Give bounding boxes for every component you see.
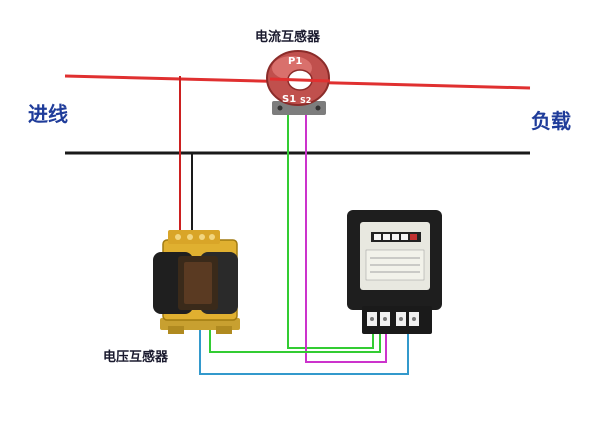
label-load: 负载: [531, 109, 571, 133]
meter-digit-2: [383, 234, 390, 240]
vt-foot-left: [168, 326, 184, 334]
meter-digit-3: [392, 234, 399, 240]
ct-base-hole-left: [277, 105, 283, 111]
vt-coil-wrap: [184, 262, 212, 304]
electricity-meter: [347, 210, 442, 334]
ct-base-hole-right: [315, 105, 321, 111]
ct-terminal-s1: S1: [282, 94, 296, 105]
vt-terminal-4: [209, 234, 215, 240]
vt-terminal-1: [175, 234, 181, 240]
vt-terminal-3: [199, 234, 205, 240]
wire-s1-green: [287, 110, 374, 349]
ct-terminal-p1: P1: [288, 56, 302, 67]
ct-terminal-s2: S2: [300, 96, 311, 105]
vt-foot-right: [216, 326, 232, 334]
voltage-transformer: [153, 230, 240, 334]
ct-through-line: [269, 77, 331, 83]
current-transformer: P1 S1 S2: [266, 50, 331, 115]
wire-s2-purple: [305, 110, 387, 363]
meter-screw-3: [399, 317, 403, 321]
vt-terminal-2: [187, 234, 193, 240]
meter-digit-5: [410, 234, 417, 240]
meter-screw-2: [383, 317, 387, 321]
vt-terminal-block: [168, 230, 220, 244]
meter-screw-4: [412, 317, 416, 321]
meter-digit-1: [374, 234, 381, 240]
label-current-transformer: 电流互感器: [255, 29, 321, 45]
label-voltage-transformer: 电压互感器: [103, 349, 169, 365]
meter-digit-4: [401, 234, 408, 240]
ct-base: [272, 101, 326, 115]
label-incoming: 进线: [28, 102, 68, 126]
meter-screw-1: [370, 317, 374, 321]
